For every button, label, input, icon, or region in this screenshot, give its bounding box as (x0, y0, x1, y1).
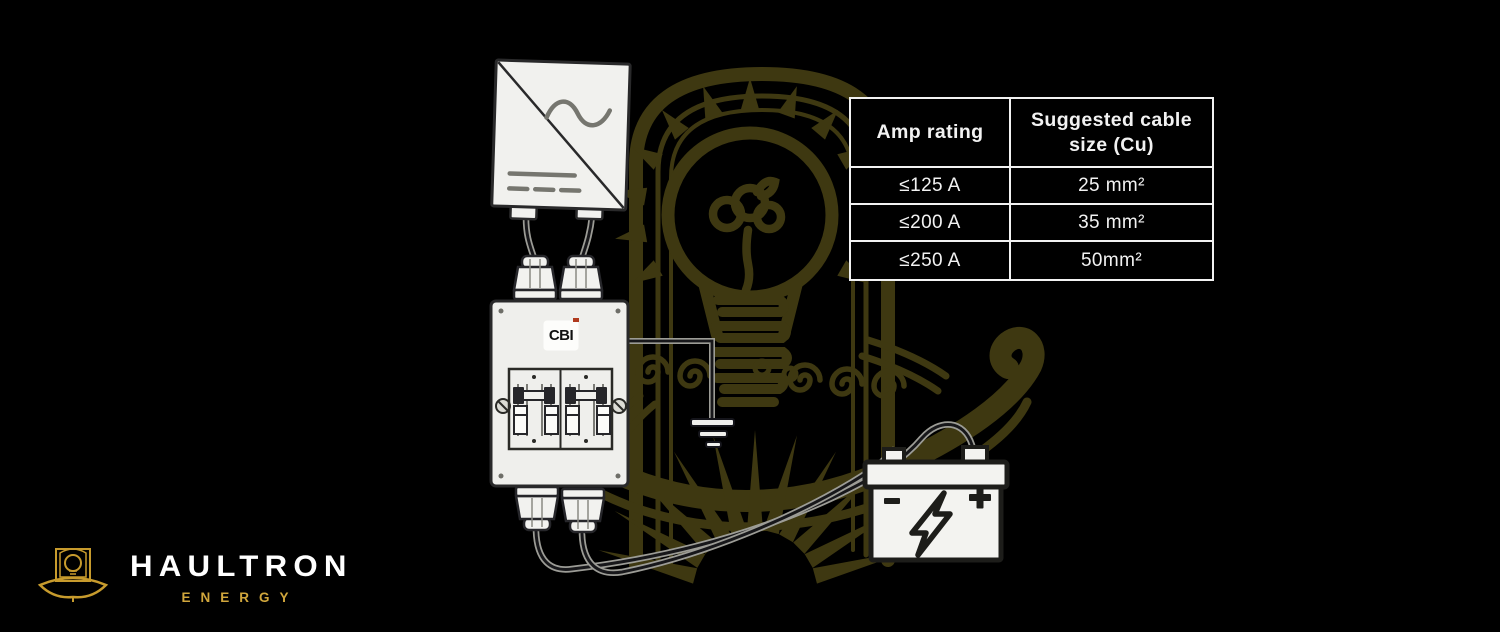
brand-name: HAULTRON (130, 549, 353, 583)
table-header-amp-rating: Amp rating (851, 99, 1011, 168)
cable-inverter-left (522, 214, 538, 262)
table-cell-amp: ≤250 A (851, 242, 1011, 279)
plus-terminal-sign (969, 486, 991, 509)
bulb-hat-emblem-icon (37, 548, 109, 602)
breaker-panel (507, 367, 614, 451)
table-cell-amp: ≤125 A (851, 168, 1011, 205)
sine-wave-icon (544, 99, 613, 128)
cable-size-table: Amp rating Suggested cable size (Cu) ≤12… (849, 97, 1214, 281)
cable-ground (626, 338, 715, 421)
table-cell-size: 50mm² (1080, 249, 1143, 271)
haultron-logo: HAULTRON ENERGY (36, 543, 346, 611)
battery-icon (862, 445, 1010, 563)
cable-inverter-right (578, 212, 596, 262)
table-cell-amp: ≤200 A (851, 205, 1011, 242)
table-header-cable-size: Suggested cable size (Cu) (1011, 99, 1212, 168)
table-cell-size: 25 mm² (1011, 168, 1212, 205)
breaker-brand-label: CBI (545, 318, 579, 349)
breaker-pole-pair (565, 375, 611, 443)
table-cell-size: 35 mm² (1011, 205, 1212, 242)
screw-icon (495, 398, 511, 414)
dc-symbol-icon (507, 171, 582, 193)
screw-icon (611, 398, 627, 414)
breaker-pole-pair (513, 375, 559, 443)
inverter-ac-dc-icon (490, 58, 632, 221)
cbi-red-mark (573, 318, 579, 322)
lightning-bolt-icon (909, 490, 953, 558)
brand-tagline: ENERGY (181, 589, 299, 605)
earth-ground-icon (690, 418, 735, 448)
dc-circuit-breaker-enclosure (489, 254, 630, 534)
minus-terminal-sign (884, 498, 900, 504)
